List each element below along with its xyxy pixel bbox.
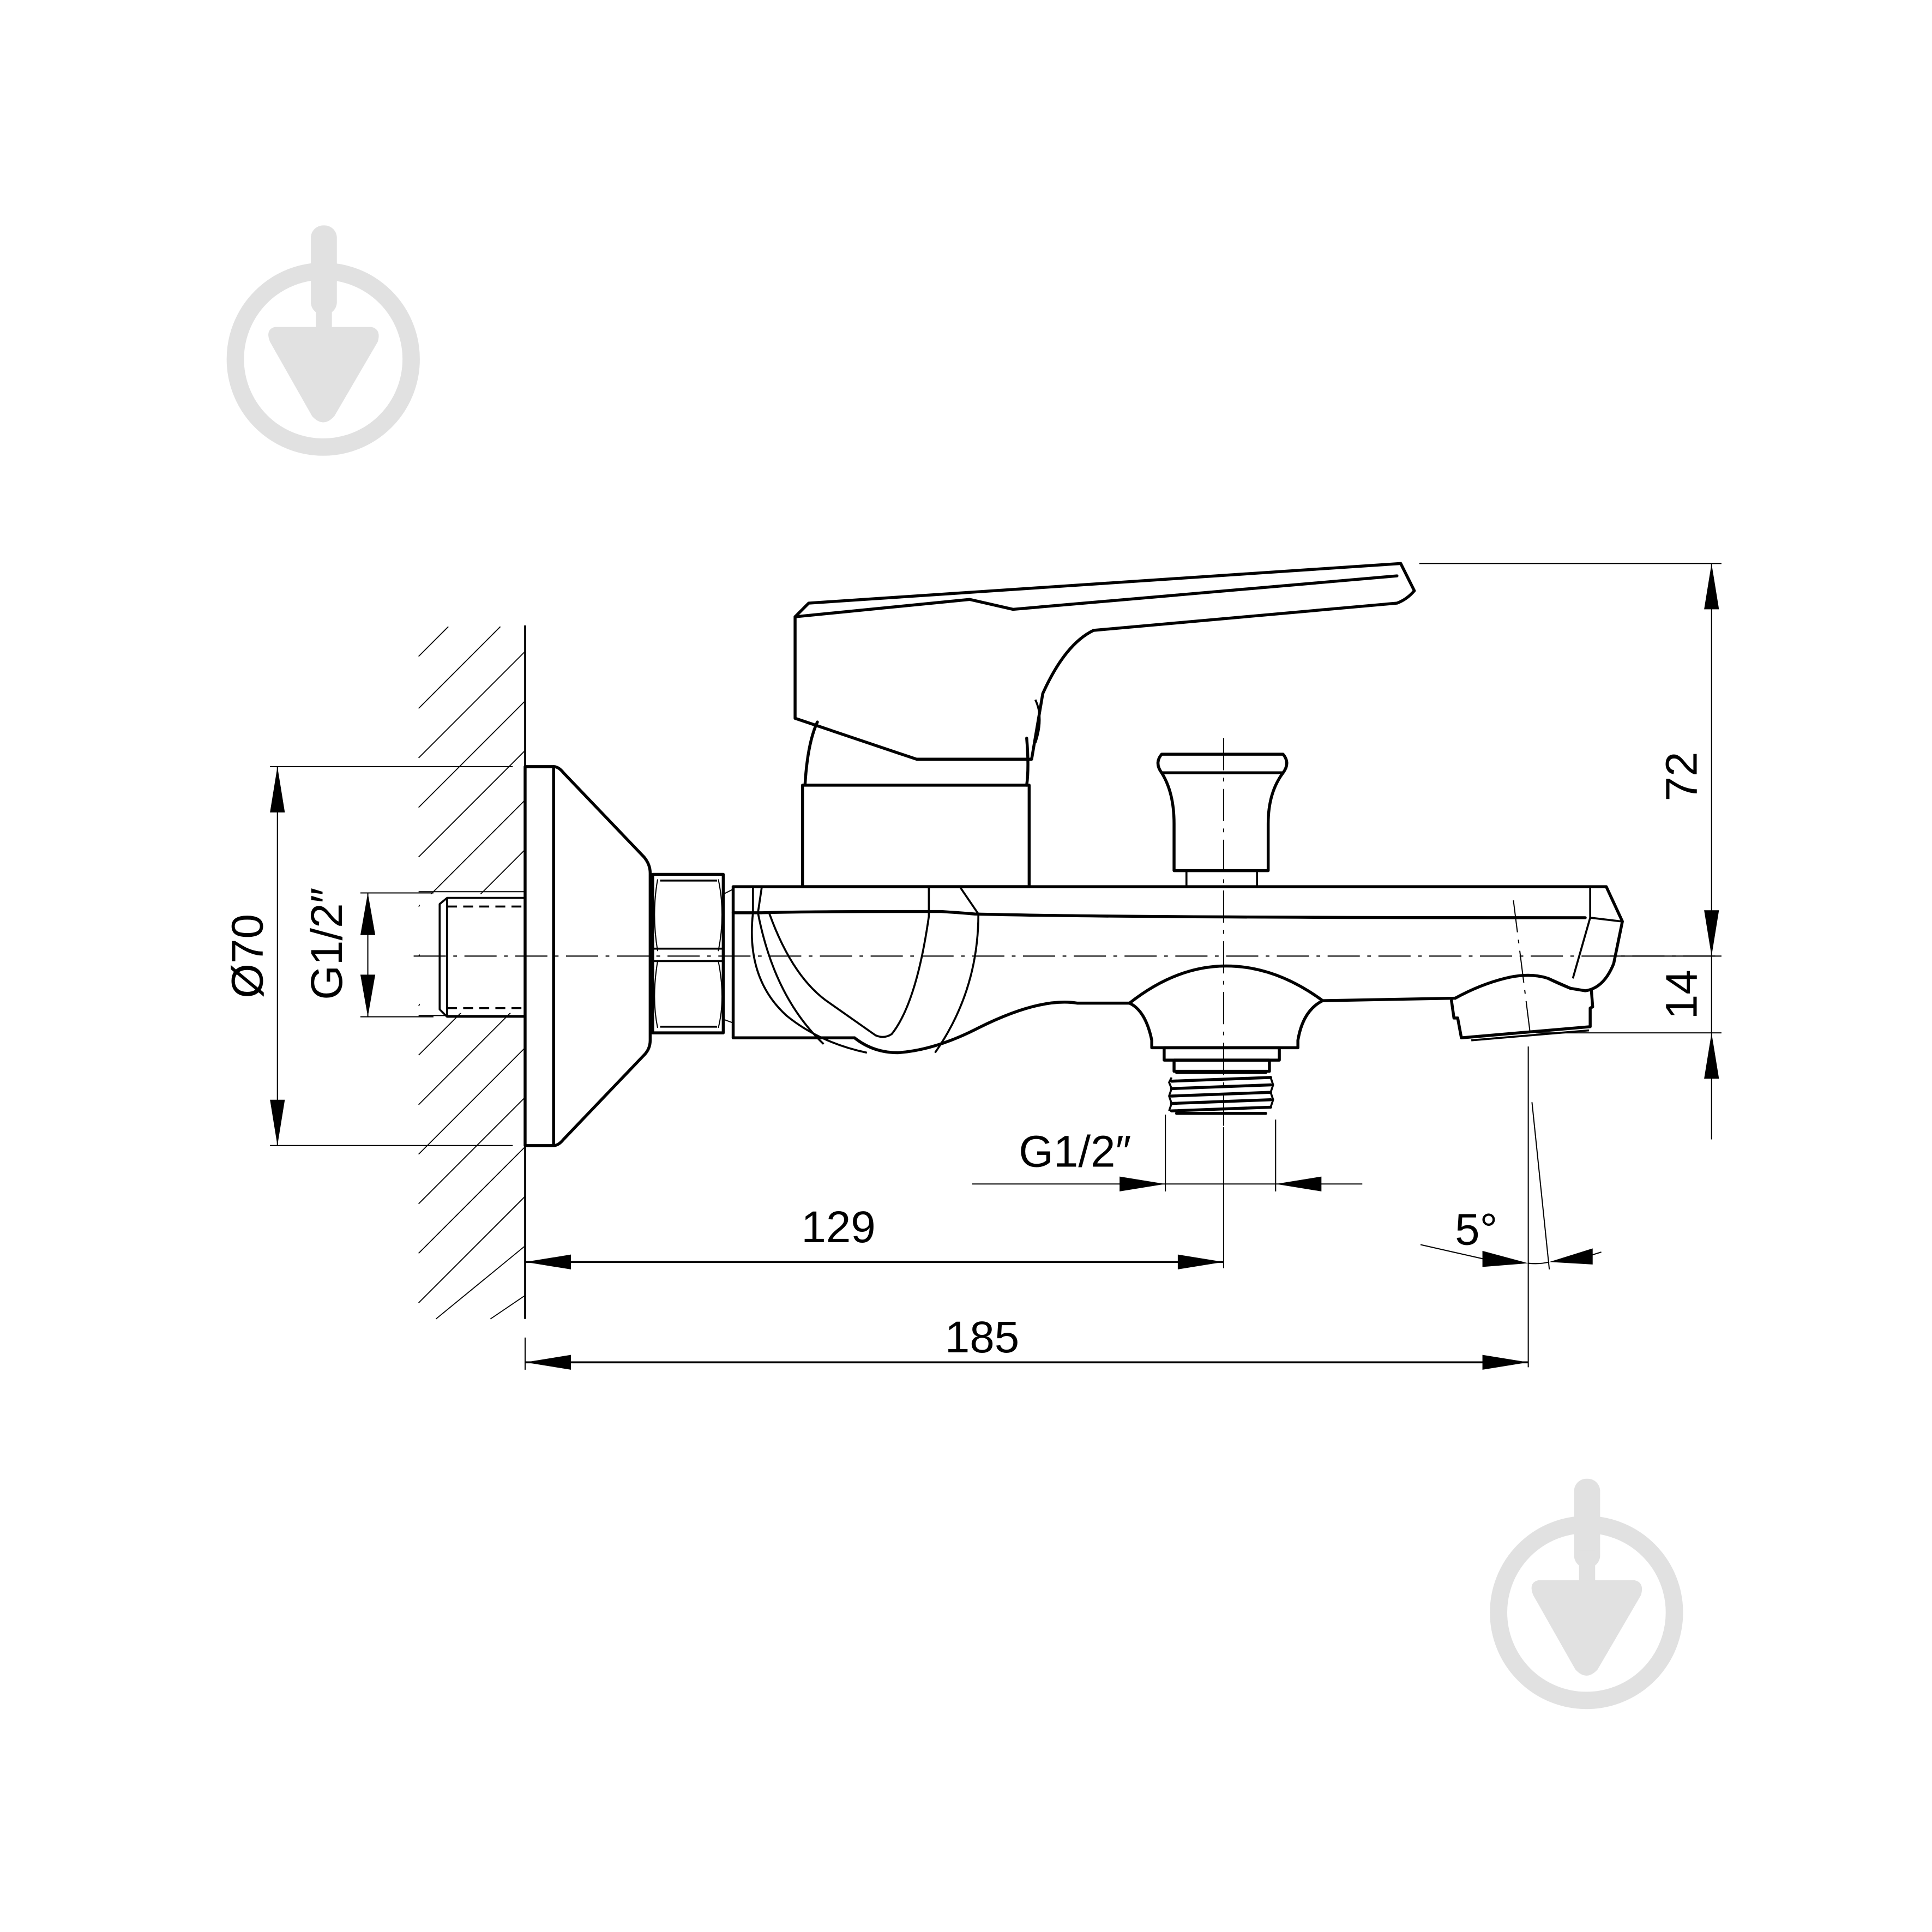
label-inlet-thread: G1/2″ — [302, 888, 352, 1000]
dim-spout-drop-14: 14 — [1536, 970, 1722, 1079]
dim-inlet-thread: G1/2″ — [302, 888, 434, 1018]
diverter-knob — [1156, 753, 1289, 887]
label-length-185: 185 — [945, 1313, 1019, 1362]
center-lines — [413, 738, 1716, 1127]
inlet-thread-pipe — [438, 896, 525, 1018]
dim-length-185: 185 — [524, 1046, 1529, 1370]
hex-nut — [651, 872, 733, 1034]
mixer-body — [731, 885, 1624, 1055]
dim-outlet-thread: G1/2″ — [972, 1115, 1363, 1191]
outlet-thread — [1163, 1046, 1281, 1115]
lever-handle — [793, 562, 1416, 888]
dim-height-72: 72 — [1419, 563, 1722, 1140]
label-height-72: 72 — [1657, 752, 1706, 802]
watermark-logo-top-left-icon — [226, 225, 420, 456]
label-drop-14: 14 — [1657, 970, 1706, 1019]
label-diameter-70: Ø70 — [222, 914, 272, 998]
label-outlet-thread: G1/2″ — [1019, 1127, 1131, 1176]
dim-escutcheon-diameter: Ø70 — [222, 766, 513, 1146]
wall-section — [418, 625, 526, 1320]
watermark-logo-bottom-right-icon — [1490, 1478, 1683, 1710]
label-length-129: 129 — [801, 1202, 875, 1252]
dim-length-129: 129 — [525, 1127, 1224, 1269]
dim-spout-angle: 5° — [1420, 1102, 1602, 1270]
label-angle-5deg: 5° — [1455, 1205, 1497, 1255]
